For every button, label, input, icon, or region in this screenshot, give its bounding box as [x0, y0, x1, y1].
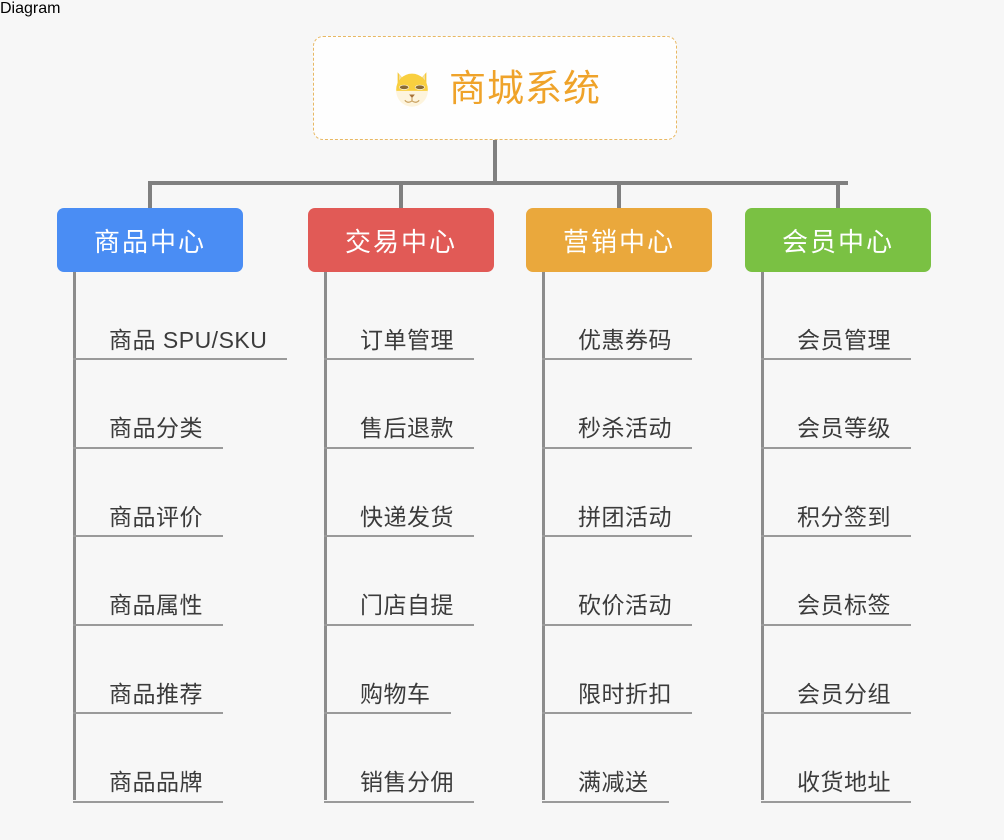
leaf-item[interactable]: 购物车: [324, 626, 451, 714]
leaf-item[interactable]: 商品评价: [73, 449, 223, 537]
leaf-item[interactable]: 商品分类: [73, 361, 223, 449]
leaf-item-label: 砍价活动: [578, 592, 672, 619]
connector-drop-2: [399, 181, 403, 208]
leaf-item[interactable]: 优惠券码: [542, 272, 692, 360]
connector-horizontal-bus: [148, 181, 848, 185]
leaf-item[interactable]: 门店自提: [324, 538, 474, 626]
category-label: 交易中心: [344, 226, 457, 257]
category-label: 会员中心: [781, 226, 894, 257]
leaf-item-label: 会员管理: [797, 326, 891, 353]
leaf-item[interactable]: 商品 SPU/SKU: [73, 272, 287, 360]
category-box-4[interactable]: 会员中心: [745, 208, 931, 272]
leaf-item-label: 满减送: [578, 769, 649, 796]
leaf-item[interactable]: 收货地址: [761, 715, 911, 803]
leaf-item[interactable]: 拼团活动: [542, 449, 692, 537]
category-box-3[interactable]: 营销中心: [526, 208, 712, 272]
leaf-item-label: 优惠券码: [578, 326, 672, 353]
leaf-item[interactable]: 商品属性: [73, 538, 223, 626]
shiba-dog-icon: [389, 65, 435, 111]
connector-root-stem: [493, 140, 497, 184]
leaf-item-label: 销售分佣: [360, 769, 454, 796]
root-node-mall-system[interactable]: 商城系统: [313, 36, 677, 140]
leaf-item-label: 秒杀活动: [578, 415, 672, 442]
leaf-item-label: 商品 SPU/SKU: [109, 326, 268, 353]
category-box-1[interactable]: 商品中心: [57, 208, 243, 272]
leaf-item-label: 拼团活动: [578, 503, 672, 530]
leaf-item[interactable]: 满减送: [542, 715, 669, 803]
leaf-item-label: 会员标签: [797, 592, 891, 619]
leaf-item[interactable]: 商品推荐: [73, 626, 223, 714]
category-label: 商品中心: [93, 226, 206, 257]
leaf-item[interactable]: 商品品牌: [73, 715, 223, 803]
leaf-item[interactable]: 会员管理: [761, 272, 911, 360]
leaf-item[interactable]: 快递发货: [324, 449, 474, 537]
root-title: 商城系统: [449, 67, 601, 109]
leaf-item-label: 商品属性: [109, 592, 203, 619]
leaf-item-label: 收货地址: [797, 769, 891, 796]
connector-drop-1: [148, 181, 152, 208]
leaf-item[interactable]: 订单管理: [324, 272, 474, 360]
leaf-item-label: 快递发货: [360, 503, 454, 530]
leaf-item-label: 门店自提: [360, 592, 454, 619]
leaf-item[interactable]: 会员等级: [761, 361, 911, 449]
leaf-item-label: 购物车: [360, 680, 431, 707]
leaf-item-label: 订单管理: [360, 326, 454, 353]
leaf-item-label: 商品评价: [109, 503, 203, 530]
leaf-item-label: 商品推荐: [109, 680, 203, 707]
leaf-item-label: 限时折扣: [578, 680, 672, 707]
connector-drop-4: [836, 181, 840, 208]
leaf-item[interactable]: 会员分组: [761, 626, 911, 714]
leaf-item-label: 会员等级: [797, 415, 891, 442]
leaf-item[interactable]: 会员标签: [761, 538, 911, 626]
leaf-item[interactable]: 销售分佣: [324, 715, 474, 803]
leaf-item-label: 会员分组: [797, 680, 891, 707]
leaf-item-label: 商品分类: [109, 415, 203, 442]
leaf-item[interactable]: 限时折扣: [542, 626, 692, 714]
leaf-item[interactable]: 秒杀活动: [542, 361, 692, 449]
leaf-item[interactable]: 售后退款: [324, 361, 474, 449]
leaf-item[interactable]: 积分签到: [761, 449, 911, 537]
category-label: 营销中心: [562, 226, 675, 257]
leaf-item-label: 商品品牌: [109, 769, 203, 796]
leaf-item[interactable]: 砍价活动: [542, 538, 692, 626]
leaf-item-label: 积分签到: [797, 503, 891, 530]
connector-drop-3: [617, 181, 621, 208]
category-box-2[interactable]: 交易中心: [308, 208, 494, 272]
leaf-item-label: 售后退款: [360, 415, 454, 442]
